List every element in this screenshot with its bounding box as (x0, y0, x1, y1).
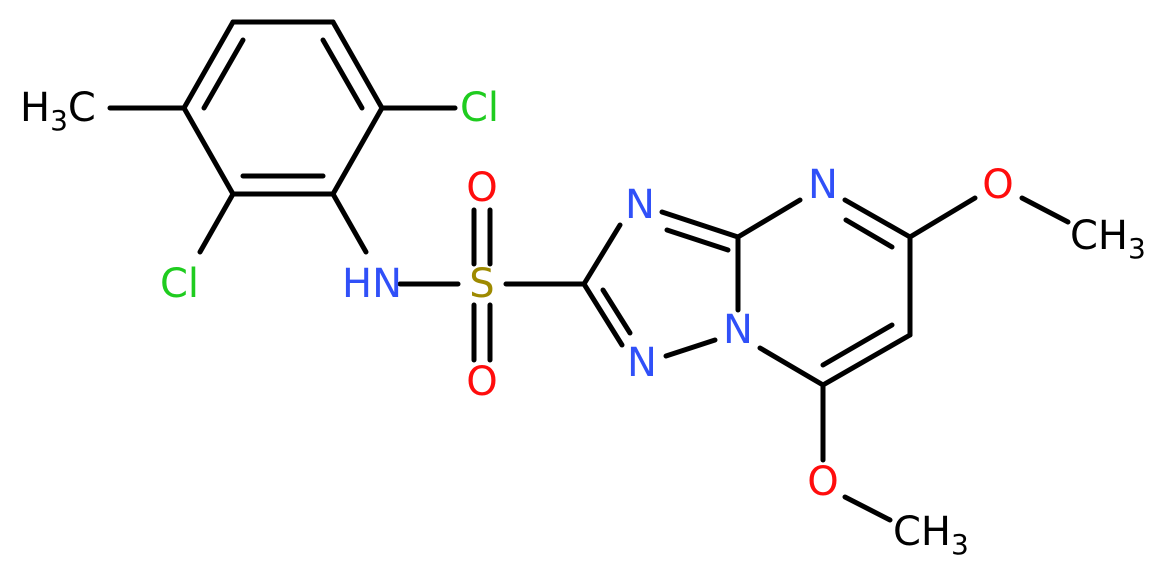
triazole-ring (581, 209, 741, 359)
methyl-left-label: H3C (20, 85, 96, 137)
bond (330, 191, 369, 255)
nitrogen-triazole-top-label: N (625, 182, 655, 228)
oxygen-top-label: O (466, 165, 497, 211)
bond (1019, 195, 1071, 225)
bond (735, 197, 803, 240)
nh-label: HN (342, 261, 402, 307)
bond (663, 337, 718, 359)
bond (581, 222, 623, 287)
bond (842, 494, 893, 523)
bond (320, 37, 365, 111)
bond (181, 19, 236, 111)
bond (197, 191, 236, 255)
bond (330, 19, 385, 111)
bond (842, 197, 913, 240)
oxygen-bottom-label: O (466, 359, 497, 405)
bond (757, 345, 826, 388)
nitrogen-pyrimidine-label: N (808, 162, 838, 208)
oxygen-methoxy-bottom-label: O (807, 459, 838, 505)
bond (820, 322, 895, 368)
benzene-ring (181, 19, 385, 197)
oxygen-methoxy-right-label: O (982, 162, 1013, 208)
bond (201, 37, 246, 111)
bond (664, 227, 731, 253)
bond (330, 105, 385, 197)
bond (907, 195, 978, 240)
pyrimidine-ring (735, 197, 913, 388)
bond (659, 209, 741, 240)
nitrogen-bridge-label: N (723, 307, 753, 353)
bond (843, 217, 895, 250)
nitrogen-triazole-bottom-label: N (627, 340, 657, 386)
bond (600, 287, 633, 336)
chlorine-bottom-label: Cl (160, 261, 199, 307)
chlorine-top-label: Cl (460, 85, 499, 131)
methyl-right-label: CH3 (1070, 213, 1146, 265)
bond (820, 332, 913, 388)
sulfur-label: S (469, 261, 494, 307)
bond (181, 105, 236, 197)
bond (581, 281, 625, 348)
methyl-bottom-label: CH3 (893, 509, 969, 561)
